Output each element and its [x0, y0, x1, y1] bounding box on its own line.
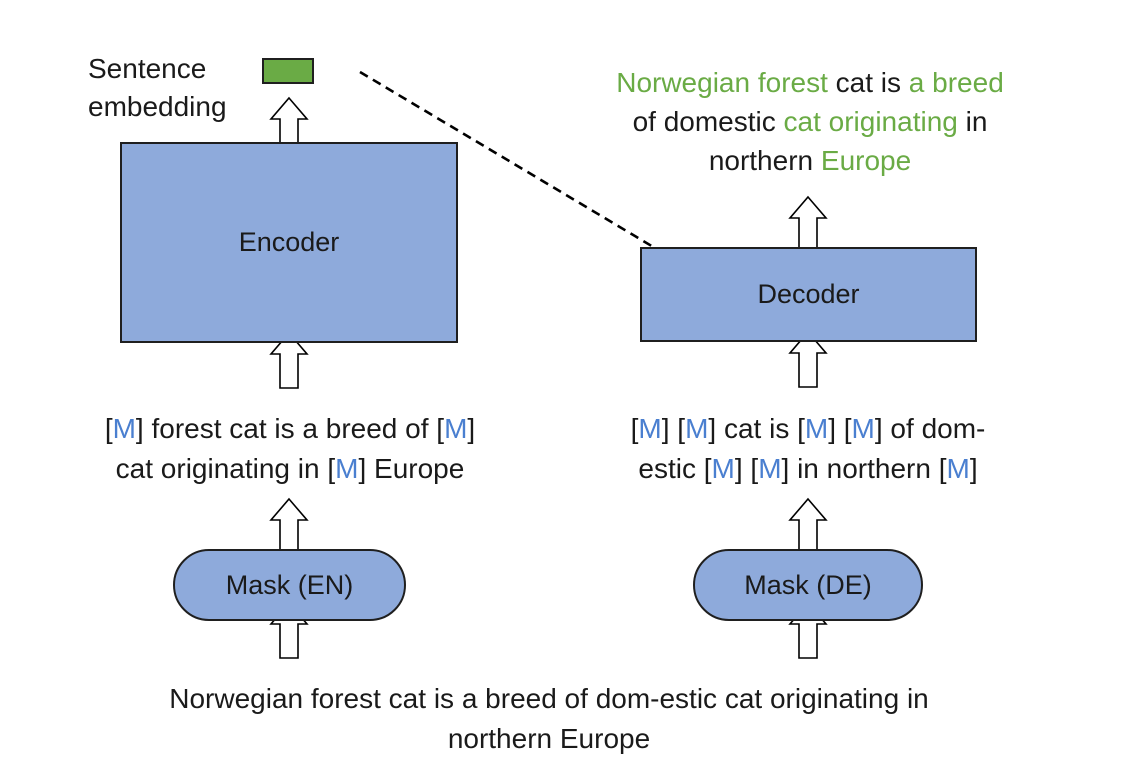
- text-segment: ]: [467, 413, 476, 444]
- text-segment: ] [: [828, 413, 852, 444]
- text-segment: of domestic: [632, 106, 784, 137]
- text-segment: ] cat is [: [708, 413, 805, 444]
- text-segment: cat originating in [: [115, 453, 336, 484]
- mask-de-label: Mask (DE): [744, 569, 872, 600]
- mask-token: M: [112, 413, 136, 444]
- text-segment: ] [: [734, 453, 759, 484]
- text-segment: [: [630, 413, 639, 444]
- mask-token: M: [851, 413, 875, 444]
- text-segment: in: [957, 106, 988, 137]
- mask-token: M: [946, 453, 970, 484]
- encoder-block: Encoder: [120, 142, 458, 343]
- source-sentence-line1: Norwegian forest cat is a breed of dom-e…: [169, 683, 929, 714]
- sentence-embedding-label-line2: embedding: [88, 91, 227, 122]
- mask-token: M: [804, 413, 829, 444]
- text-segment: estic [: [638, 453, 712, 484]
- mask-de-block: Mask (DE): [693, 549, 923, 621]
- masked-input-de: [M] [M] cat is [M] [M] of dom- estic [M]…: [558, 409, 1058, 489]
- text-segment: ] of dom-: [874, 413, 986, 444]
- text-segment: northern: [708, 145, 821, 176]
- arrow-decoder-output-icon: [788, 195, 828, 253]
- predicted-span: Norwegian forest: [616, 67, 828, 98]
- predicted-span: cat originating: [783, 106, 958, 137]
- text-segment: ]: [969, 453, 978, 484]
- text-segment: ] forest cat is a breed of [: [135, 413, 445, 444]
- arrow-mask-en-output-icon: [269, 497, 309, 555]
- mask-token: M: [335, 453, 359, 484]
- predicted-span: Europe: [820, 145, 912, 176]
- sentence-embedding-vector: [262, 58, 314, 84]
- sentence-embedding-label-line1: Sentence: [88, 53, 207, 84]
- masked-input-en-line1: [M] forest cat is a breed of [M]: [40, 409, 540, 449]
- arrow-encoder-input-icon: [269, 331, 309, 389]
- mask-token: M: [758, 453, 782, 484]
- predicted-span: a breed: [908, 67, 1004, 98]
- text-segment: cat is: [827, 67, 909, 98]
- masked-input-de-line2: estic [M] [M] in northern [M]: [558, 449, 1058, 489]
- text-segment: [: [104, 413, 113, 444]
- embedding-to-decoder-dashed-arrow: [359, 70, 714, 284]
- decoder-block: Decoder: [640, 247, 977, 342]
- mask-token: M: [711, 453, 735, 484]
- mask-en-block: Mask (EN): [173, 549, 406, 621]
- source-sentence: Norwegian forest cat is a breed of dom-e…: [0, 679, 1098, 759]
- decoder-label: Decoder: [757, 279, 860, 309]
- source-sentence-line2: northern Europe: [447, 723, 651, 754]
- arrow-decoder-input-icon: [788, 330, 828, 388]
- mask-token: M: [638, 413, 662, 444]
- decoder-output-line2: of domestic cat originating in: [560, 102, 1060, 141]
- decoder-output-line3: northern Europe: [560, 141, 1060, 180]
- decoder-output-line1: Norwegian forest cat is a breed: [560, 63, 1060, 102]
- mask-token: M: [685, 413, 709, 444]
- masked-input-en: [M] forest cat is a breed of [M] cat ori…: [40, 409, 540, 489]
- masked-input-de-line1: [M] [M] cat is [M] [M] of dom-: [558, 409, 1058, 449]
- sentence-embedding-label: Sentence embedding: [88, 50, 227, 126]
- text-segment: ] in northern [: [781, 453, 947, 484]
- encoder-label: Encoder: [238, 227, 340, 257]
- decoder-output-text: Norwegian forest cat is a breed of domes…: [560, 63, 1060, 180]
- text-segment: ] Europe: [358, 453, 465, 484]
- mask-token: M: [444, 413, 468, 444]
- mask-en-label: Mask (EN): [225, 569, 354, 600]
- arrow-mask-de-output-icon: [788, 497, 828, 555]
- masked-input-en-line2: cat originating in [M] Europe: [40, 449, 540, 489]
- text-segment: ] [: [661, 413, 686, 444]
